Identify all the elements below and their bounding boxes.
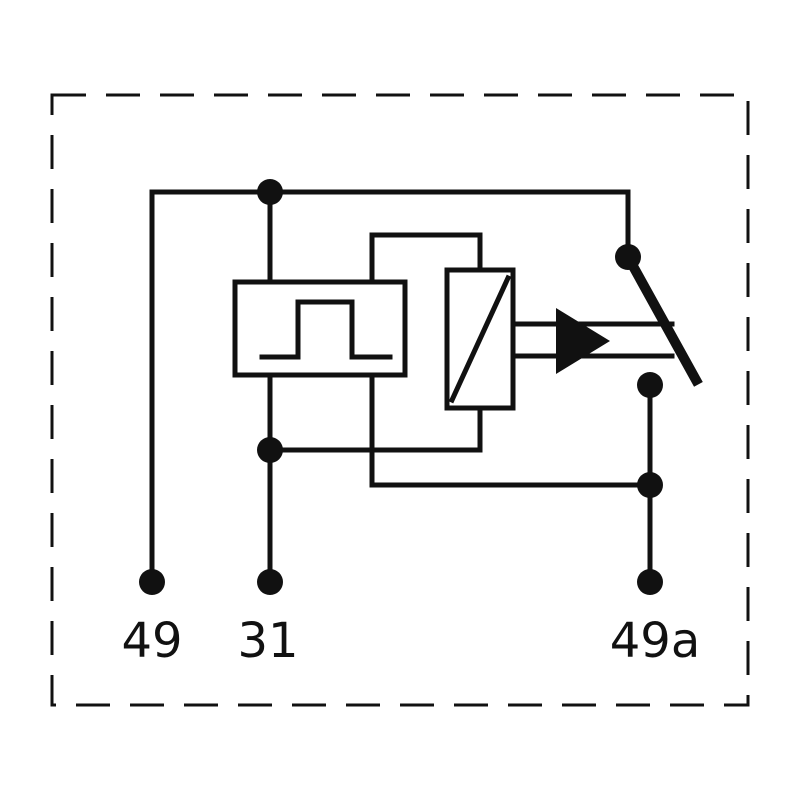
- junction-31: [257, 437, 283, 463]
- pulse-generator-block: [232, 279, 408, 378]
- pulse-symbol: [259, 299, 393, 360]
- wire-timer-to-coil-top: [369, 232, 483, 285]
- terminal-dot-49: [139, 569, 165, 595]
- wire-coil-to-31: [267, 405, 483, 453]
- junction-switch-contact: [637, 372, 663, 398]
- junction-49a: [637, 472, 663, 498]
- relay-coil-diagonal: [448, 274, 512, 404]
- junction-switch-pivot: [615, 244, 641, 270]
- terminal-label-49: 49: [121, 613, 182, 669]
- terminal-label-31: 31: [237, 613, 298, 669]
- linkage-arrow: [556, 308, 610, 374]
- wire-timer-to-49a: [369, 372, 653, 488]
- dashed-enclosure: [50, 93, 750, 707]
- terminal-dot-31: [257, 569, 283, 595]
- wire-top-bus: [149, 189, 631, 585]
- relay-coil: [444, 267, 516, 411]
- switch-blade: [621, 250, 703, 387]
- terminal-dot-49a: [637, 569, 663, 595]
- junction-top: [257, 179, 283, 205]
- terminal-label-49a: 49a: [610, 613, 701, 669]
